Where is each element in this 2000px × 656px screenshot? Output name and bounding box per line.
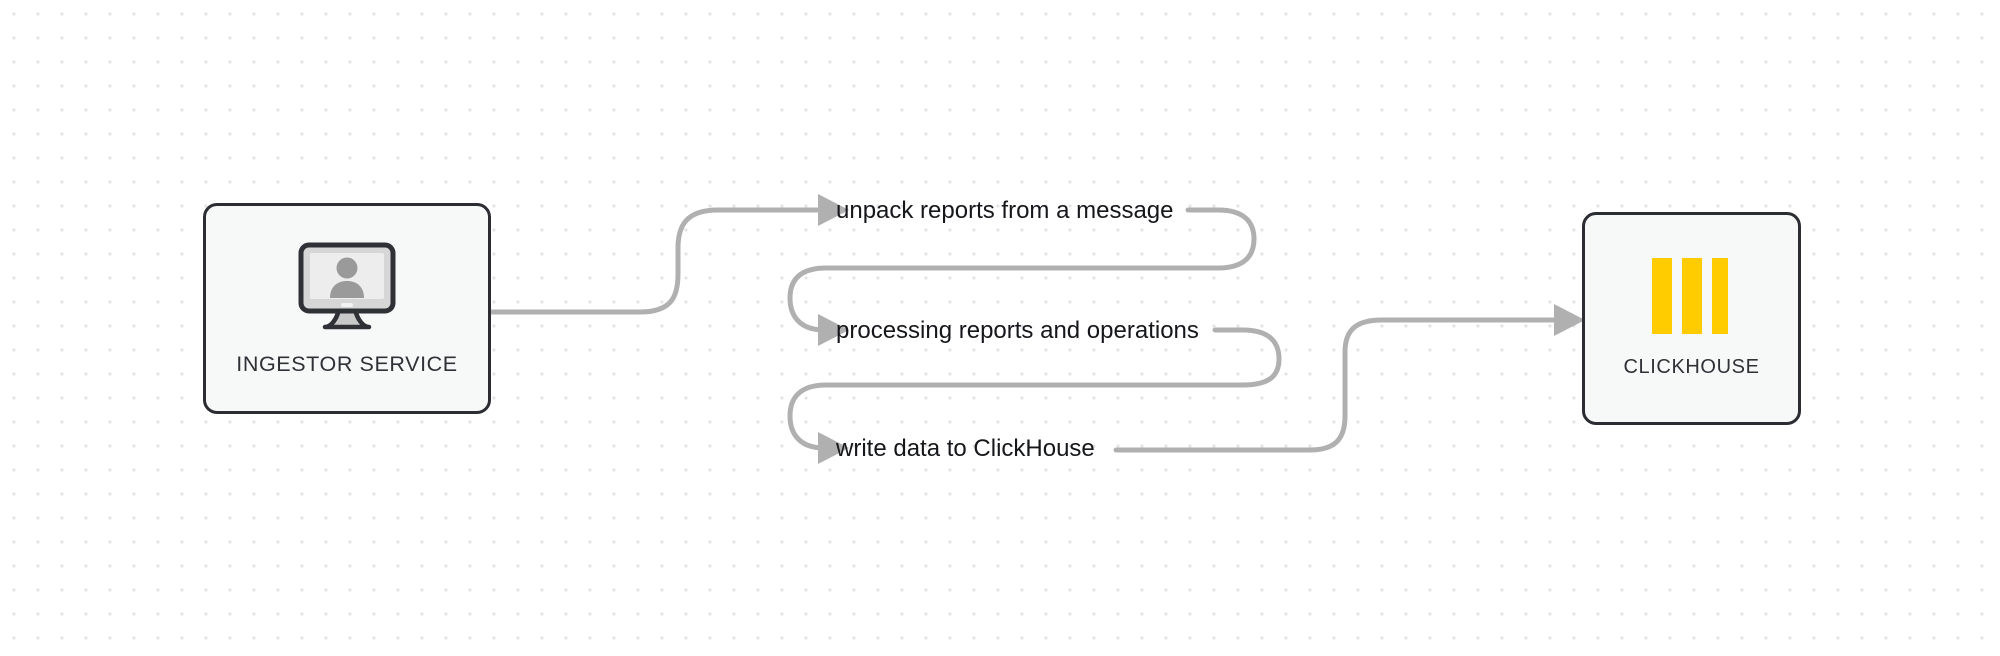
edge-label-processing-reports: processing reports and operations xyxy=(836,317,1199,344)
node-ingestor-service-label: INGESTOR SERVICE xyxy=(236,351,458,376)
edge-label-write-data: write data to ClickHouse xyxy=(836,435,1095,462)
edge-path-write-to-clickhouse xyxy=(1113,303,1585,453)
edge-path-unpack xyxy=(488,193,849,315)
edge-label-unpack-reports: unpack reports from a message xyxy=(836,197,1174,224)
monitor-user-icon xyxy=(295,241,399,338)
edge-loop-processing-to-write xyxy=(787,327,1282,464)
node-clickhouse[interactable]: CLICKHOUSE xyxy=(1582,212,1801,425)
clickhouse-bars-icon xyxy=(1648,258,1736,339)
node-ingestor-service[interactable]: INGESTOR SERVICE xyxy=(203,203,491,414)
edge-loop-unpack-to-processing xyxy=(787,207,1257,346)
node-clickhouse-label: CLICKHOUSE xyxy=(1623,356,1760,378)
